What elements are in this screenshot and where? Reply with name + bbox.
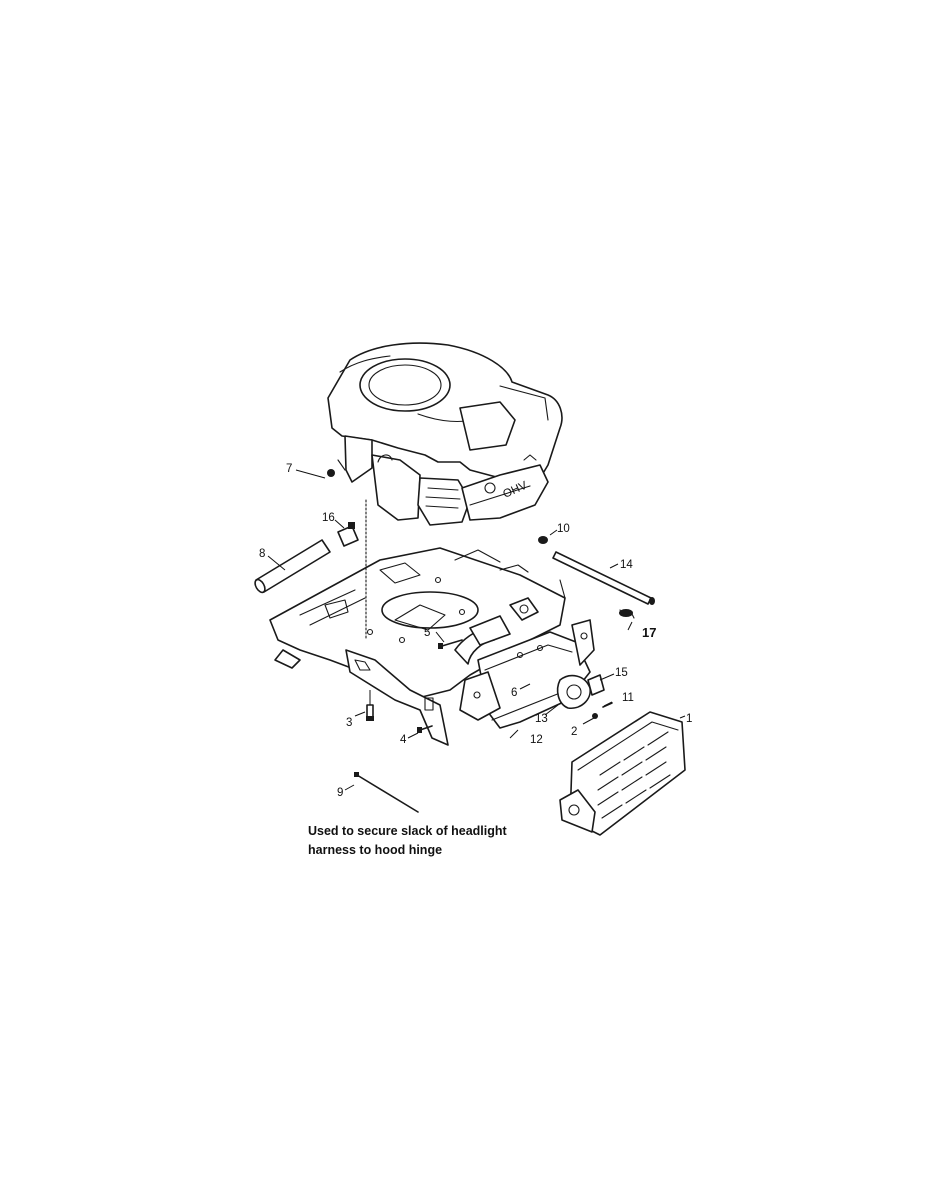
- callout-5: 5: [424, 627, 430, 639]
- callout-13: 13: [535, 713, 548, 725]
- tube-8: [254, 539, 331, 594]
- callout-10: 10: [557, 523, 570, 535]
- nut-7: [327, 469, 335, 477]
- leader-lines: [267, 469, 686, 791]
- washer-11: [602, 702, 613, 708]
- bolt-3: [366, 690, 374, 721]
- bolt-5: [438, 639, 463, 649]
- callout-2: 2: [571, 726, 577, 738]
- callout-16: 16: [322, 512, 335, 524]
- callout-14: 14: [620, 559, 633, 571]
- nut-10: [538, 536, 548, 544]
- callout-3: 3: [346, 717, 352, 729]
- screw-2: [592, 713, 598, 719]
- heat-shield: [559, 711, 686, 836]
- callout-labels: 1 2 3 4 5 6 7 8 9 10 11 12 13 14 15 16 1…: [259, 463, 692, 799]
- callout-17: 17: [642, 625, 656, 640]
- callout-7: 7: [286, 463, 292, 475]
- spring-17: [619, 609, 635, 619]
- note-line-1: Used to secure slack of headlight: [308, 824, 508, 838]
- bolt-4: [417, 725, 433, 733]
- note: Used to secure slack of headlight harnes…: [308, 824, 508, 857]
- fitting-16: [337, 522, 359, 547]
- callout-9: 9: [337, 787, 343, 799]
- muffler: [454, 597, 605, 729]
- cable-tie-9: [354, 772, 419, 813]
- callout-1: 1: [686, 713, 692, 725]
- heat-shield-slots: [597, 731, 671, 819]
- callout-11: 11: [622, 692, 634, 704]
- callout-4: 4: [400, 734, 407, 746]
- engine: OHV: [327, 342, 563, 526]
- callout-15: 15: [615, 667, 628, 679]
- rod-14: [552, 551, 655, 605]
- callout-8: 8: [259, 548, 265, 560]
- note-line-2: harness to hood hinge: [308, 843, 442, 857]
- callout-6: 6: [511, 687, 517, 699]
- callout-12: 12: [530, 734, 543, 746]
